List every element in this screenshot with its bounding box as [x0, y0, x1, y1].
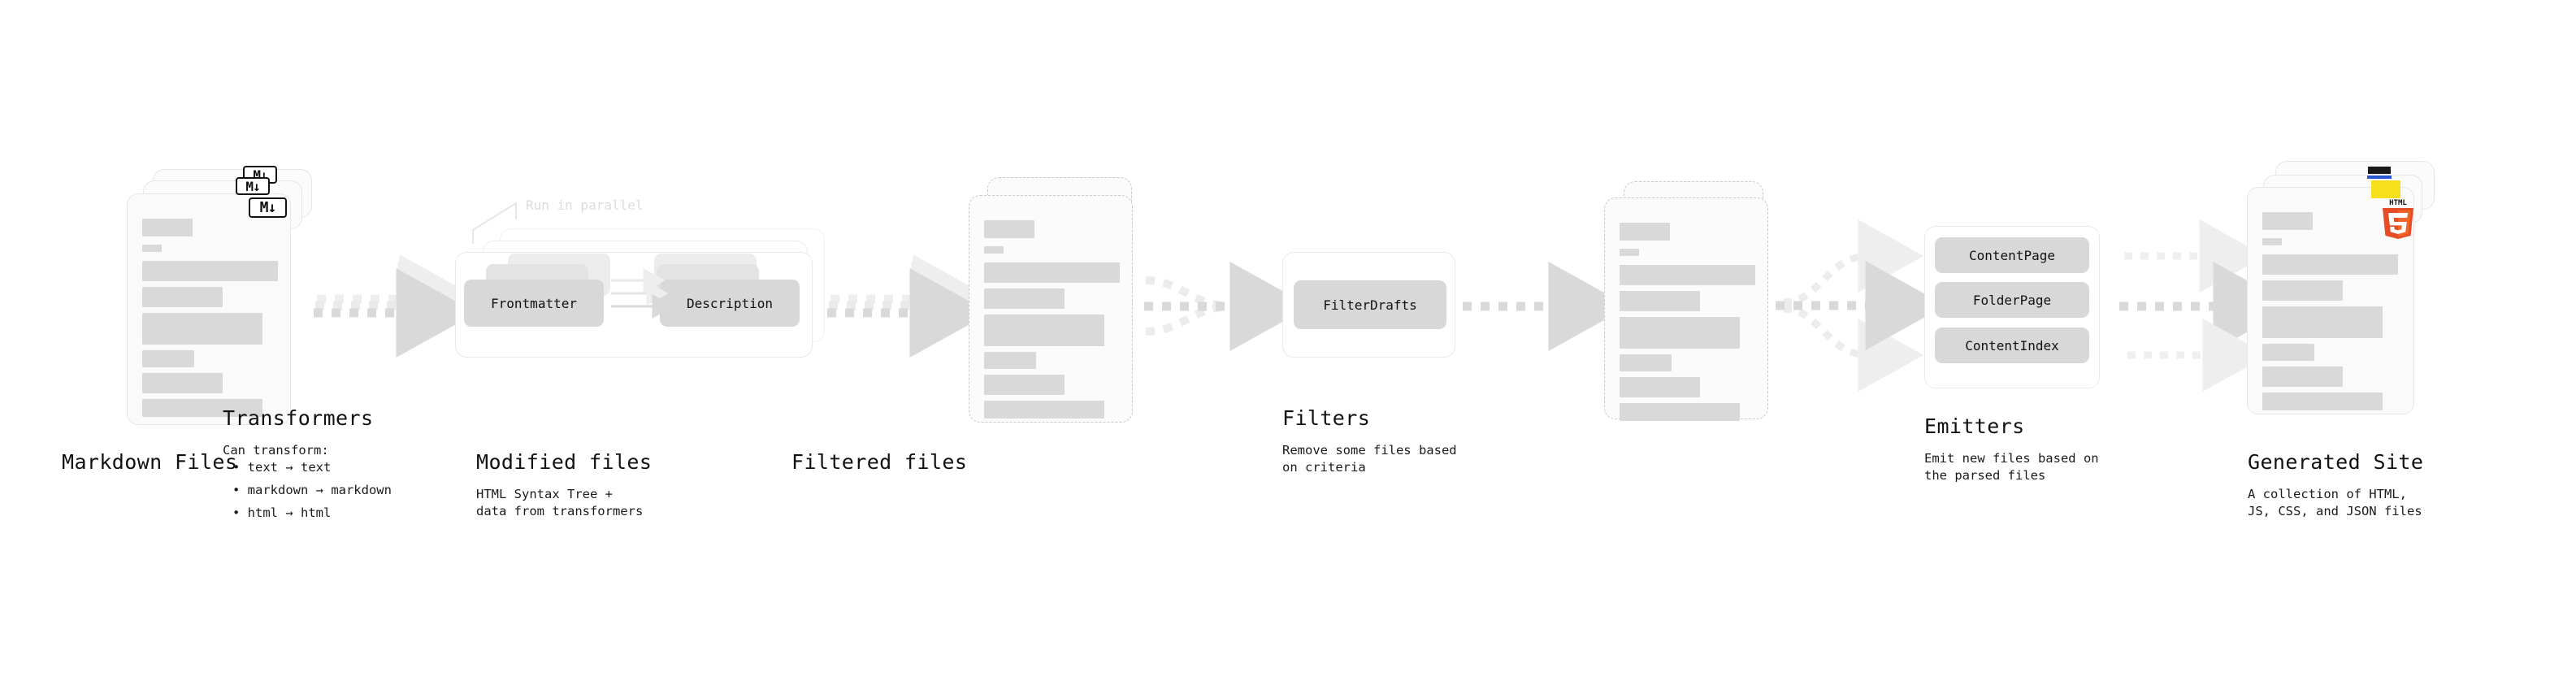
filtered-card-front: [1604, 197, 1768, 421]
stage-desc-transformers: Can transform:: [223, 443, 329, 458]
skeleton-bar: [2262, 238, 2282, 245]
skeleton-bar: [2262, 306, 2383, 338]
skeleton-bar: [2262, 367, 2343, 387]
run-in-parallel-note: Run in parallel: [526, 197, 644, 213]
filter-chip-filterdrafts[interactable]: FilterDrafts: [1294, 280, 1446, 329]
skeleton-bar: [984, 352, 1036, 369]
stage-title-transformers: Transformers: [223, 406, 374, 430]
transform-bullet-3: • html → html: [232, 505, 332, 520]
skeleton-bar: [142, 261, 278, 281]
skeleton-bar: [984, 375, 1065, 395]
stage-desc-filters: Remove some files based on criteria: [1282, 443, 1457, 475]
js-icon: [2371, 180, 2400, 198]
markdown-card-front: [127, 193, 291, 425]
skeleton-bar: [142, 350, 194, 367]
stage-desc-modified-files: HTML Syntax Tree + data from transformer…: [476, 487, 644, 518]
connector-modified-to-filters: [1144, 262, 1311, 351]
skeleton-bar: [1620, 223, 1670, 241]
transformer-inner-arrows: [611, 268, 674, 319]
skeleton-bar: [984, 314, 1104, 346]
stage-desc-emitters: Emit new files based on the parsed files: [1924, 451, 2099, 483]
stage-title-filtered-files: Filtered files: [791, 450, 968, 474]
run-in-parallel-leader: [472, 202, 517, 244]
skeleton-bar: [2262, 280, 2343, 301]
skeleton-bar: [1620, 317, 1740, 349]
markdown-icon: M↓: [236, 177, 270, 195]
skeleton-bar: [1620, 249, 1639, 256]
skeleton-bar: [142, 373, 223, 393]
skeleton-bar: [2262, 344, 2314, 361]
skeleton-bar: [1620, 265, 1755, 285]
skeleton-bar: [984, 262, 1120, 283]
emitter-chip-contentindex[interactable]: ContentIndex: [1935, 327, 2089, 363]
transformer-chip-frontmatter[interactable]: Frontmatter: [464, 280, 604, 327]
site-card-front: [2247, 187, 2414, 414]
skeleton-bar: [1620, 291, 1700, 311]
stage-title-markdown-files: Markdown Files: [62, 450, 238, 474]
skeleton-bar: [142, 287, 223, 307]
stage-title-filters: Filters: [1282, 406, 1371, 430]
skeleton-bar: [984, 288, 1065, 309]
stage-title-generated-site: Generated Site: [2248, 450, 2424, 474]
emitter-chip-contentpage[interactable]: ContentPage: [1935, 237, 2089, 273]
transform-bullet-2: • markdown → markdown: [232, 483, 392, 497]
stage-title-emitters: Emitters: [1924, 414, 2025, 438]
skeleton-bar: [2262, 212, 2313, 230]
transformer-chip-description[interactable]: Description: [660, 280, 800, 327]
skeleton-bar: [1620, 354, 1672, 371]
connector-transformers-to-modified: [827, 254, 994, 358]
html5-icon: HTML: [2383, 199, 2413, 239]
stage-title-modified-files: Modified files: [476, 450, 653, 474]
skeleton-bar: [142, 399, 262, 417]
connector-filtered-to-emitters: [1776, 219, 1946, 392]
skeleton-bar: [2262, 254, 2398, 275]
skeleton-bar: [142, 219, 193, 236]
skeleton-bar: [1620, 403, 1740, 421]
skeleton-bar: [142, 313, 262, 345]
stage-desc-generated-site: A collection of HTML, JS, CSS, and JSON …: [2248, 487, 2422, 518]
transform-bullet-1: • text → text: [232, 460, 332, 475]
skeleton-bar: [984, 246, 1004, 254]
css-icon: [2367, 176, 2392, 179]
skeleton-bar: [984, 401, 1104, 419]
skeleton-bar: [2262, 393, 2383, 410]
skeleton-bar: [984, 220, 1034, 238]
skeleton-bar: [1620, 377, 1700, 397]
skeleton-bar: [142, 245, 162, 252]
connector-markdown-to-transformers: [314, 254, 480, 358]
markdown-icon: M↓: [249, 197, 287, 218]
modified-card-front: [969, 195, 1133, 423]
emitter-chip-folderpage[interactable]: FolderPage: [1935, 282, 2089, 318]
css-icon-label: [2368, 167, 2391, 174]
connector-emitters-to-site: [2119, 219, 2294, 392]
svg-text:HTML: HTML: [2389, 199, 2407, 207]
